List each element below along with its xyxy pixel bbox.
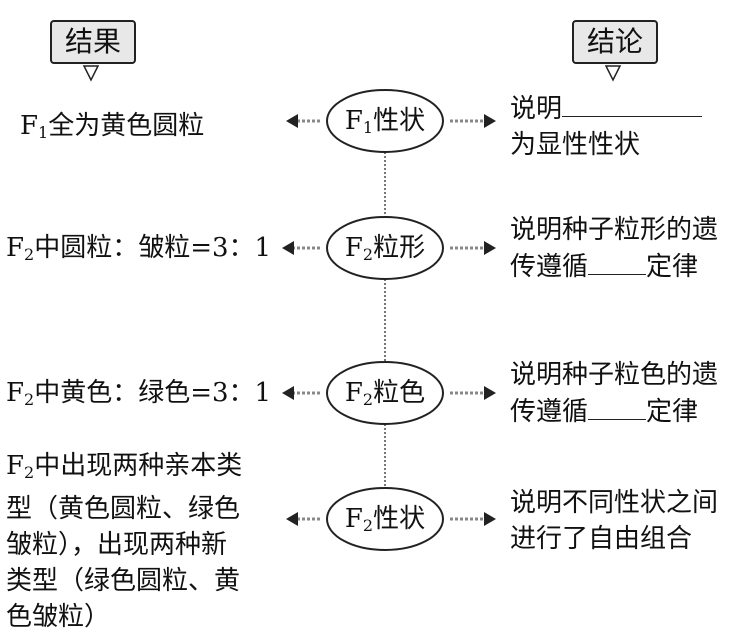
arrow-right-3-icon (484, 386, 496, 400)
node-ellipse-f2-seed-color (326, 361, 444, 425)
conclusion-seed-shape: 说明种子粒形的遗 传遵循定律 (510, 212, 718, 285)
conclusion-seed-shape-line2: 传遵循定律 (510, 248, 718, 285)
arrow-right-2-icon (484, 241, 496, 255)
result-f2-recombinants-line2: 型（黄色圆粒、绿色 (6, 494, 241, 524)
node-f2-seed-shape: F2粒形 (344, 233, 426, 264)
arrow-left-4-icon (286, 512, 298, 526)
conclusions-header: 结论 (572, 20, 658, 64)
right-header-arrow-icon (604, 65, 622, 82)
results-header: 结果 (50, 20, 136, 64)
arrow-left-3-icon (282, 386, 294, 400)
result-f2-recombinants-line1: F2中出现两种亲本类 (6, 451, 243, 482)
arrow-right-1-icon (484, 114, 496, 128)
node-ellipse-f1-traits (326, 89, 444, 153)
answer-blank-3[interactable] (588, 393, 647, 420)
node-ellipse-f2-traits (326, 487, 444, 551)
arrow-left-1-icon (286, 114, 298, 128)
arrow-right-4-icon (484, 512, 496, 526)
conclusion-dominance-line1: 说明 (510, 90, 703, 127)
node-f1-traits: F1性状 (344, 106, 426, 137)
node-ellipse-f2-seed-shape (326, 216, 444, 280)
conclusion-seed-color-line2: 传遵循定律 (510, 393, 718, 430)
left-header-arrow-icon (82, 65, 100, 82)
conclusion-dominance-line2: 为显性性状 (510, 130, 641, 160)
result-f2-color-ratio: F2中黄色：绿色=3：1 (6, 378, 272, 409)
answer-blank-1[interactable] (562, 90, 703, 117)
conclusion-seed-color-line1: 说明种子粒色的遗 (510, 360, 719, 390)
conclusion-free-combination-line2: 进行了自由组合 (510, 524, 693, 554)
node-f2-seed-color: F2粒色 (344, 378, 426, 409)
node-f2-traits: F2性状 (344, 504, 426, 535)
conclusion-free-combination: 说明不同性状之间 进行了自由组合 (510, 485, 718, 557)
conclusion-seed-shape-line1: 说明种子粒形的遗 (510, 215, 719, 245)
answer-blank-2[interactable] (588, 248, 647, 275)
result-f2-recombinants-line5: 色皱粒） (6, 602, 111, 632)
conclusion-free-combination-line1: 说明不同性状之间 (510, 488, 719, 518)
result-f1: F1全为黄色圆粒 (20, 111, 205, 142)
result-f2-recombinants-line4: 类型（绿色圆粒、黄 (6, 566, 241, 596)
conclusion-seed-color: 说明种子粒色的遗 传遵循定律 (510, 357, 718, 430)
result-f2-recombinants: F2中出现两种亲本类 型（黄色圆粒、绿色 皱粒），出现两种新 类型（绿色圆粒、黄… (6, 448, 242, 635)
result-f2-recombinants-line3: 皱粒），出现两种新 (6, 530, 228, 560)
conclusion-dominance: 说明 为显性性状 (510, 90, 703, 163)
result-f2-shape-ratio: F2中圆粒：皱粒=3：1 (6, 233, 272, 264)
arrow-left-2-icon (282, 241, 294, 255)
